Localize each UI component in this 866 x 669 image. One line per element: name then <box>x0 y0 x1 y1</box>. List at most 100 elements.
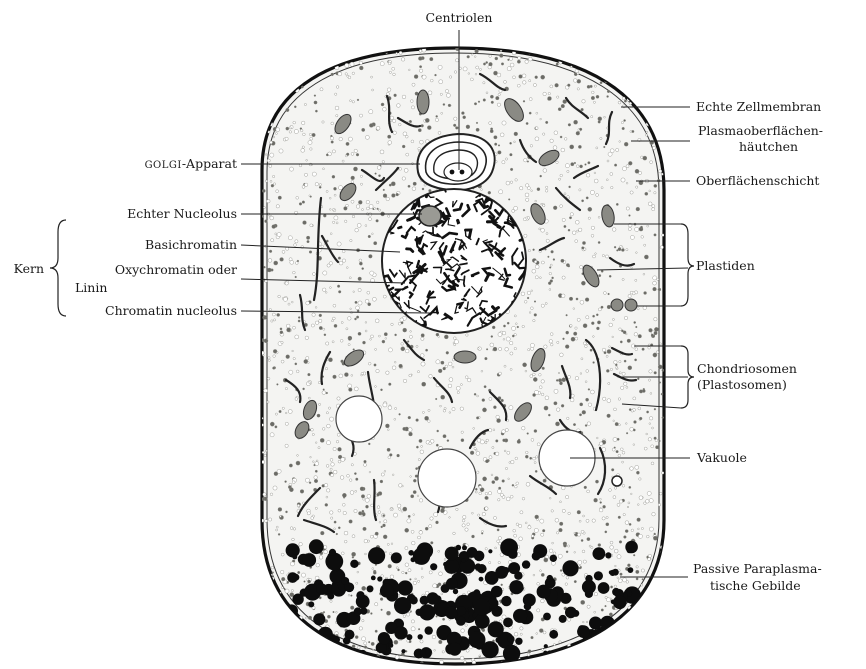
cytoplasm-granule <box>422 188 424 190</box>
cytoplasm-granule <box>622 372 625 375</box>
cytoplasm-granule <box>363 463 366 466</box>
cytoplasm-granule <box>653 66 656 69</box>
cytoplasm-granule <box>540 570 542 572</box>
cytoplasm-granule <box>614 585 617 588</box>
cytoplasm-granule <box>382 161 384 163</box>
label-paraplasma-line1: Passive Paraplasma- <box>693 561 822 576</box>
cytoplasm-granule <box>331 320 333 322</box>
cytoplasm-granule <box>618 101 621 104</box>
cytoplasm-granule <box>408 69 410 71</box>
cytoplasm-granule <box>272 225 276 229</box>
cytoplasm-granule <box>606 598 610 602</box>
cytoplasm-granule <box>330 233 332 235</box>
cytoplasm-granule <box>511 460 514 463</box>
cytoplasm-granule <box>641 584 643 586</box>
cytoplasm-granule <box>609 275 611 277</box>
cytoplasm-granule <box>574 551 576 553</box>
cytoplasm-granule <box>531 438 534 441</box>
cytoplasm-granule <box>456 386 460 390</box>
cytoplasm-granule <box>618 579 622 583</box>
cytoplasm-granule <box>551 250 554 253</box>
cytoplasm-granule <box>497 73 501 77</box>
cytoplasm-granule <box>586 398 589 401</box>
cytoplasm-granule <box>322 121 324 123</box>
cytoplasm-granule <box>654 437 657 440</box>
cytoplasm-granule <box>562 573 565 576</box>
cytoplasm-granule <box>378 175 380 177</box>
cytoplasm-granule <box>397 104 401 108</box>
cytoplasm-granule <box>265 107 269 111</box>
cytoplasm-granule <box>285 481 287 483</box>
cytoplasm-granule <box>482 512 486 516</box>
cytoplasm-granule <box>528 650 531 653</box>
cytoplasm-granule <box>314 476 318 480</box>
cytoplasm-granule <box>591 322 594 325</box>
cytoplasm-granule <box>627 339 631 343</box>
cytoplasm-granule <box>529 112 531 114</box>
paraplasma-granule <box>565 607 577 619</box>
cytoplasm-granule <box>340 476 344 480</box>
cytoplasm-granule <box>335 93 337 95</box>
cytoplasm-granule <box>491 336 493 338</box>
cytoplasm-granule <box>556 532 558 534</box>
cytoplasm-granule <box>505 428 508 431</box>
cytoplasm-granule <box>570 145 574 149</box>
cytoplasm-granule <box>380 480 383 483</box>
cytoplasm-granule <box>493 406 496 409</box>
cytoplasm-granule <box>475 49 479 53</box>
cytoplasm-granule <box>262 355 264 357</box>
cytoplasm-granule <box>635 169 639 173</box>
cytoplasm-granule <box>597 321 600 324</box>
cytoplasm-granule <box>422 382 426 386</box>
cytoplasm-granule <box>306 301 310 305</box>
cytoplasm-granule <box>438 369 442 373</box>
cytoplasm-granule <box>367 291 370 294</box>
cytoplasm-granule <box>268 357 270 359</box>
cytoplasm-granule <box>383 524 386 527</box>
cytoplasm-granule <box>460 656 464 660</box>
cytoplasm-granule <box>541 599 545 603</box>
cytoplasm-granule <box>391 543 393 545</box>
cytoplasm-granule <box>452 407 455 410</box>
cytoplasm-granule <box>265 622 268 625</box>
cytoplasm-granule <box>372 297 376 301</box>
cytoplasm-granule <box>384 520 387 523</box>
cytoplasm-granule <box>411 620 414 623</box>
cytoplasm-granule <box>651 334 654 337</box>
cytoplasm-granule <box>559 382 562 385</box>
cytoplasm-granule <box>591 226 594 229</box>
cytoplasm-granule <box>449 378 453 382</box>
cytoplasm-granule <box>281 553 284 556</box>
cytoplasm-granule <box>328 407 330 409</box>
cytoplasm-granule <box>306 159 308 161</box>
cytoplasm-granule <box>606 355 608 357</box>
cytoplasm-granule <box>351 200 354 203</box>
cytoplasm-granule <box>622 167 626 171</box>
cytoplasm-granule <box>438 550 440 552</box>
label-golgi-rest: -Apparat <box>182 156 237 171</box>
cytoplasm-granule <box>638 528 640 530</box>
vacuole-small <box>612 476 622 486</box>
cytoplasm-granule <box>621 178 625 182</box>
cytoplasm-granule <box>618 398 620 400</box>
cytoplasm-granule <box>409 374 412 377</box>
cytoplasm-granule <box>567 417 569 419</box>
cytoplasm-granule <box>351 176 355 180</box>
cytoplasm-granule <box>266 73 270 77</box>
cytoplasm-granule <box>388 62 391 65</box>
cytoplasm-granule <box>612 448 615 451</box>
cytoplasm-granule <box>662 369 664 371</box>
cytoplasm-granule <box>380 150 384 154</box>
cytoplasm-granule <box>598 647 601 650</box>
label-chromatin-nucleolus: Chromatin nucleolus <box>105 303 237 318</box>
cytoplasm-granule <box>517 84 520 87</box>
cytoplasm-granule <box>632 130 634 132</box>
cytoplasm-granule <box>570 213 573 216</box>
cytoplasm-granule <box>300 129 303 132</box>
cytoplasm-granule <box>382 340 385 343</box>
cytoplasm-granule <box>419 531 423 535</box>
cytoplasm-granule <box>574 162 576 164</box>
cytoplasm-granule <box>628 643 631 646</box>
cytoplasm-granule <box>585 424 587 426</box>
cytoplasm-granule <box>536 112 538 114</box>
